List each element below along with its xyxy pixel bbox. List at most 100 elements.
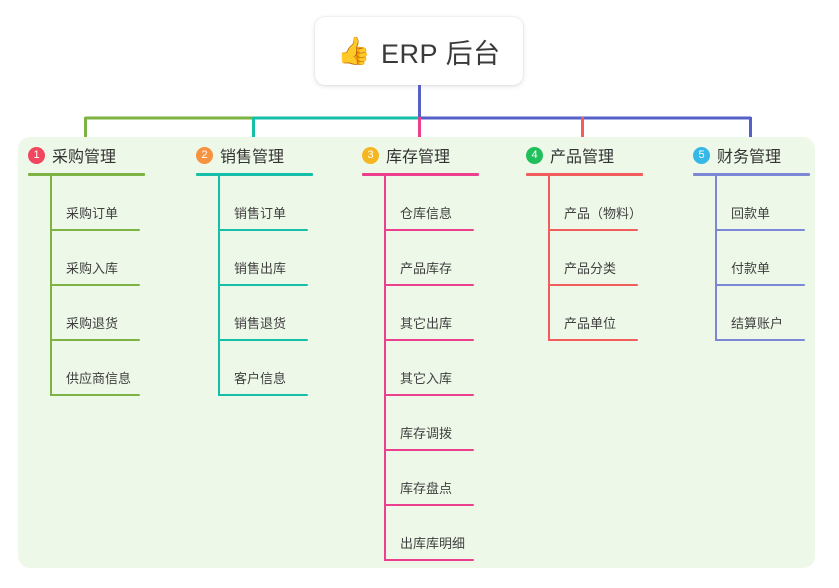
item-underline [384, 449, 474, 451]
column-badge-5: 5 [693, 146, 710, 164]
list-item[interactable]: 仓库信息 [384, 176, 517, 231]
list-item[interactable]: 库存盘点 [384, 451, 517, 506]
column-product: 4 产品管理 产品（物料） 产品分类 产品单位 [516, 137, 681, 341]
content-panel [18, 137, 815, 568]
list-item[interactable]: 产品单位 [548, 286, 681, 341]
column-badge-3: 3 [362, 146, 379, 164]
item-underline [548, 229, 638, 231]
list-item[interactable]: 销售订单 [218, 176, 351, 231]
column-title-2: 销售管理 [220, 149, 285, 166]
column-spine-5 [715, 176, 717, 341]
column-header-3[interactable]: 3 库存管理 [352, 137, 517, 173]
item-label: 出库库明细 [400, 536, 466, 551]
column-underline-3 [362, 173, 479, 176]
column-badge-2: 2 [196, 146, 213, 164]
list-item[interactable]: 采购退货 [50, 286, 183, 341]
list-item[interactable]: 结算账户 [715, 286, 839, 341]
item-label: 库存盘点 [400, 481, 453, 496]
item-label: 产品单位 [564, 316, 617, 331]
item-label: 其它出库 [400, 316, 453, 331]
column-items-4: 产品（物料） 产品分类 产品单位 [548, 176, 681, 341]
column-spine-4 [548, 176, 550, 341]
item-underline [384, 394, 474, 396]
item-underline [384, 559, 474, 561]
root-title: ERP 后台 [381, 38, 501, 69]
item-underline [50, 229, 140, 231]
item-label: 采购入库 [66, 261, 119, 276]
list-item[interactable]: 产品分类 [548, 231, 681, 286]
list-item[interactable]: 其它入库 [384, 341, 517, 396]
column-purchase: 1 采购管理 采购订单 采购入库 采购退货 供应商信息 [18, 137, 183, 396]
item-underline [218, 394, 308, 396]
item-label: 客户信息 [234, 371, 287, 386]
item-underline [548, 339, 638, 341]
item-label: 仓库信息 [400, 206, 453, 221]
item-label: 结算账户 [731, 316, 784, 331]
list-item[interactable]: 产品（物料） [548, 176, 681, 231]
item-underline [548, 284, 638, 286]
item-underline [50, 339, 140, 341]
list-item[interactable]: 采购入库 [50, 231, 183, 286]
list-item[interactable]: 销售退货 [218, 286, 351, 341]
item-label: 产品库存 [400, 261, 453, 276]
column-inventory: 3 库存管理 仓库信息 产品库存 其它出库 其它入库 [352, 137, 517, 561]
column-title-1: 采购管理 [52, 149, 117, 166]
item-underline [218, 229, 308, 231]
root-node[interactable]: 👍 ERP 后台 [315, 17, 523, 85]
column-items-1: 采购订单 采购入库 采购退货 供应商信息 [50, 176, 183, 396]
column-title-3: 库存管理 [386, 149, 451, 166]
item-label: 付款单 [731, 261, 771, 276]
item-label: 采购订单 [66, 206, 119, 221]
column-title-5: 财务管理 [717, 149, 782, 166]
column-header-5[interactable]: 5 财务管理 [683, 137, 839, 173]
list-item[interactable]: 产品库存 [384, 231, 517, 286]
column-container: 1 采购管理 采购订单 采购入库 采购退货 供应商信息 [18, 137, 815, 568]
column-header-1[interactable]: 1 采购管理 [18, 137, 183, 173]
column-spine-2 [218, 176, 220, 396]
list-item[interactable]: 采购订单 [50, 176, 183, 231]
item-underline [384, 284, 474, 286]
list-item[interactable]: 供应商信息 [50, 341, 183, 396]
item-label: 采购退货 [66, 316, 119, 331]
column-underline-4 [526, 173, 643, 176]
column-items-3: 仓库信息 产品库存 其它出库 其它入库 库存调拨 [384, 176, 517, 561]
item-label: 产品（物料） [564, 206, 643, 221]
column-title-4: 产品管理 [550, 149, 615, 166]
item-label: 其它入库 [400, 371, 453, 386]
column-sales: 2 销售管理 销售订单 销售出库 销售退货 客户信息 [186, 137, 351, 396]
column-underline-1 [28, 173, 145, 176]
list-item[interactable]: 客户信息 [218, 341, 351, 396]
column-header-4[interactable]: 4 产品管理 [516, 137, 681, 173]
item-label: 产品分类 [564, 261, 617, 276]
item-underline [50, 394, 140, 396]
list-item[interactable]: 回款单 [715, 176, 839, 231]
list-item[interactable]: 付款单 [715, 231, 839, 286]
column-badge-4: 4 [526, 146, 543, 164]
item-underline [384, 339, 474, 341]
item-underline [715, 284, 805, 286]
item-underline [218, 284, 308, 286]
item-underline [715, 339, 805, 341]
item-label: 销售出库 [234, 261, 287, 276]
item-label: 销售订单 [234, 206, 287, 221]
item-underline [384, 229, 474, 231]
column-spine-1 [50, 176, 52, 396]
column-spine-3 [384, 176, 386, 561]
column-header-2[interactable]: 2 销售管理 [186, 137, 351, 173]
list-item[interactable]: 其它出库 [384, 286, 517, 341]
list-item[interactable]: 出库库明细 [384, 506, 517, 561]
item-underline [384, 504, 474, 506]
list-item[interactable]: 库存调拨 [384, 396, 517, 451]
thumbs-up-icon: 👍 [337, 35, 372, 66]
item-underline [218, 339, 308, 341]
column-items-5: 回款单 付款单 结算账户 [715, 176, 839, 341]
item-label: 回款单 [731, 206, 771, 221]
item-label: 库存调拨 [400, 426, 453, 441]
column-finance: 5 财务管理 回款单 付款单 结算账户 [683, 137, 839, 341]
list-item[interactable]: 销售出库 [218, 231, 351, 286]
item-label: 供应商信息 [66, 371, 132, 386]
item-underline [715, 229, 805, 231]
item-label: 销售退货 [234, 316, 287, 331]
item-underline [50, 284, 140, 286]
